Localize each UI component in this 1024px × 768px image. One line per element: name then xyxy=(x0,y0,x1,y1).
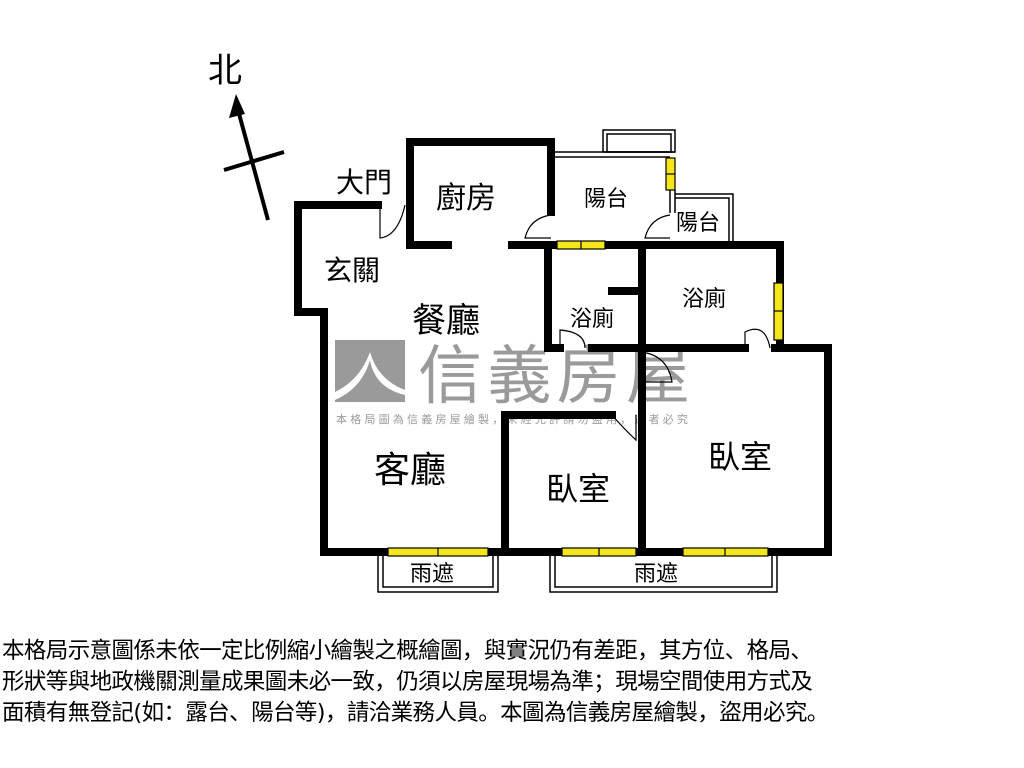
windows xyxy=(387,157,784,557)
label-bedroom-2: 臥室 xyxy=(708,438,772,476)
label-dining: 餐廳 xyxy=(412,301,480,341)
label-canopy-2: 雨遮 xyxy=(634,562,678,587)
label-entrance: 玄關 xyxy=(324,254,380,287)
label-living: 客廳 xyxy=(374,450,446,491)
north-label: 北 xyxy=(208,51,242,91)
balcony-outlines xyxy=(377,129,778,593)
disclaimer-text: 本格局示意圖係未依一定比例縮小繪製之概繪圖，與實況仍有差距，其方位、格局、 形狀… xyxy=(2,638,829,726)
label-kitchen: 廚房 xyxy=(436,181,496,216)
label-balcony-1: 陽台 xyxy=(584,187,628,212)
sinyi-logo-icon xyxy=(335,340,405,402)
label-balcony-2: 陽台 xyxy=(676,211,720,236)
label-bedroom-1: 臥室 xyxy=(546,470,610,508)
label-canopy-1: 雨遮 xyxy=(410,562,454,587)
north-arrow-icon xyxy=(223,94,285,221)
door-swings xyxy=(379,204,771,442)
label-bath-1: 浴廁 xyxy=(570,307,614,332)
label-main-door: 大門 xyxy=(336,166,392,199)
label-bath-2: 浴廁 xyxy=(682,287,726,312)
